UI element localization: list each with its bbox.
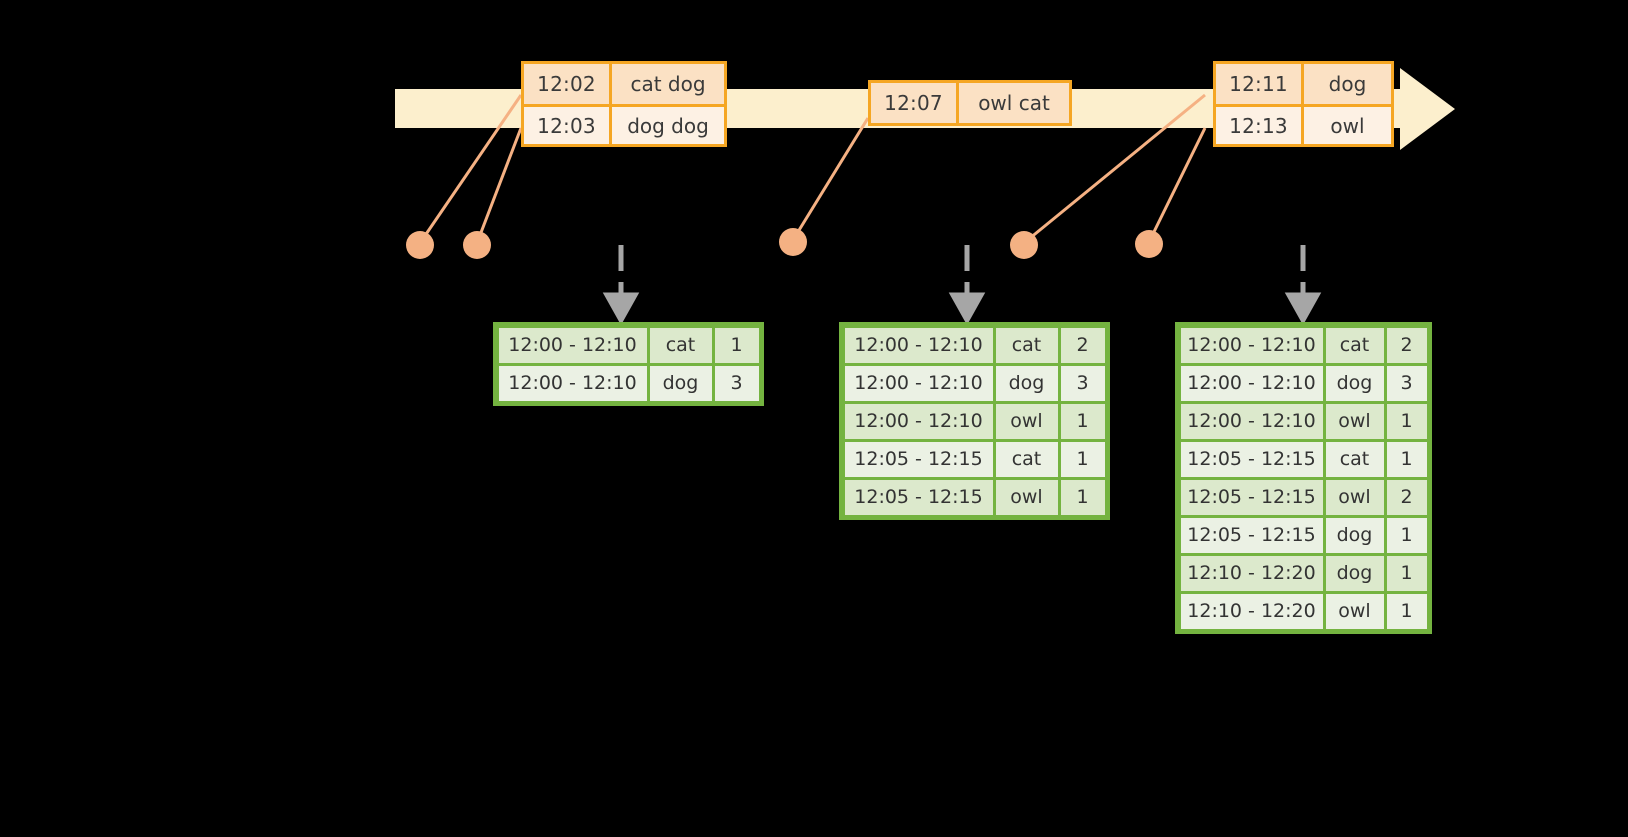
cell-word: dog: [1325, 555, 1384, 591]
cell-word: cat: [995, 441, 1058, 477]
event-group-3[interactable]: 12:11 dog 12:13 owl: [1213, 61, 1394, 147]
dot-5: [1135, 230, 1163, 258]
dashed-arrow-3: [1284, 245, 1322, 326]
cell-count: 2: [1386, 479, 1427, 515]
cell-word: dog: [1325, 365, 1384, 401]
cell-word: dog: [649, 365, 712, 401]
event-time: 12:03: [524, 107, 612, 144]
dashed-arrow-2: [948, 245, 986, 326]
cell-word: owl: [995, 403, 1058, 439]
cell-count: 1: [1386, 555, 1427, 591]
event-words: owl: [1330, 113, 1365, 138]
event-words: dog dog: [627, 113, 709, 138]
cell-word: dog: [995, 365, 1058, 401]
cell-window: 12:05 - 12:15: [1180, 441, 1323, 477]
cell-count: 1: [1386, 593, 1427, 629]
cell-count: 3: [1060, 365, 1105, 401]
cell-count: 2: [1060, 327, 1105, 363]
event-time: 12:02: [524, 64, 612, 104]
event-time: 12:07: [871, 83, 959, 123]
cell-count: 1: [1060, 479, 1105, 515]
event-row[interactable]: 12:11 dog: [1216, 64, 1391, 104]
cell-count: 2: [1386, 327, 1427, 363]
cell-count: 1: [1386, 441, 1427, 477]
dashed-arrow-1: [602, 245, 640, 326]
cell-window: 12:00 - 12:10: [1180, 365, 1323, 401]
cell-window: 12:00 - 12:10: [844, 327, 993, 363]
cell-word: cat: [995, 327, 1058, 363]
cell-window: 12:00 - 12:10: [498, 327, 647, 363]
cell-word: owl: [1325, 593, 1384, 629]
cell-window: 12:00 - 12:10: [498, 365, 647, 401]
event-words: owl cat: [978, 91, 1050, 115]
event-words: dog: [1328, 72, 1367, 96]
event-time: 12:11: [1216, 64, 1304, 104]
connector-dots: [406, 228, 1163, 259]
cell-window: 12:10 - 12:20: [1180, 593, 1323, 629]
cell-count: 1: [1386, 517, 1427, 553]
event-row[interactable]: 12:02 cat dog: [524, 64, 724, 104]
event-row[interactable]: 12:13 owl: [1216, 104, 1391, 144]
dot-3: [779, 228, 807, 256]
event-row[interactable]: 12:07 owl cat: [871, 83, 1069, 123]
cell-window: 12:00 - 12:10: [844, 365, 993, 401]
event-time: 12:13: [1216, 107, 1304, 144]
cell-word: owl: [1325, 403, 1384, 439]
cell-window: 12:00 - 12:10: [844, 403, 993, 439]
event-words: cat dog: [630, 72, 706, 96]
cell-word: cat: [649, 327, 712, 363]
cell-window: 12:05 - 12:15: [1180, 479, 1323, 515]
cell-word: owl: [995, 479, 1058, 515]
event-group-1[interactable]: 12:02 cat dog 12:03 dog dog: [521, 61, 727, 147]
dashed-arrows: [602, 245, 1322, 326]
cell-window: 12:05 - 12:15: [1180, 517, 1323, 553]
cell-count: 1: [1386, 403, 1427, 439]
cell-count: 1: [1060, 441, 1105, 477]
event-group-2[interactable]: 12:07 owl cat: [868, 80, 1072, 126]
cell-window: 12:05 - 12:15: [844, 441, 993, 477]
cell-window: 12:00 - 12:10: [1180, 327, 1323, 363]
cell-count: 3: [1386, 365, 1427, 401]
cell-word: owl: [1325, 479, 1384, 515]
cell-count: 3: [714, 365, 759, 401]
dot-4: [1010, 231, 1038, 259]
cell-window: 12:00 - 12:10: [1180, 403, 1323, 439]
dot-2: [463, 231, 491, 259]
dot-1: [406, 231, 434, 259]
cell-word: dog: [1325, 517, 1384, 553]
cell-word: cat: [1325, 327, 1384, 363]
cell-count: 1: [1060, 403, 1105, 439]
cell-window: 12:10 - 12:20: [1180, 555, 1323, 591]
cell-word: cat: [1325, 441, 1384, 477]
cell-window: 12:05 - 12:15: [844, 479, 993, 515]
cell-count: 1: [714, 327, 759, 363]
event-row[interactable]: 12:03 dog dog: [524, 104, 724, 144]
